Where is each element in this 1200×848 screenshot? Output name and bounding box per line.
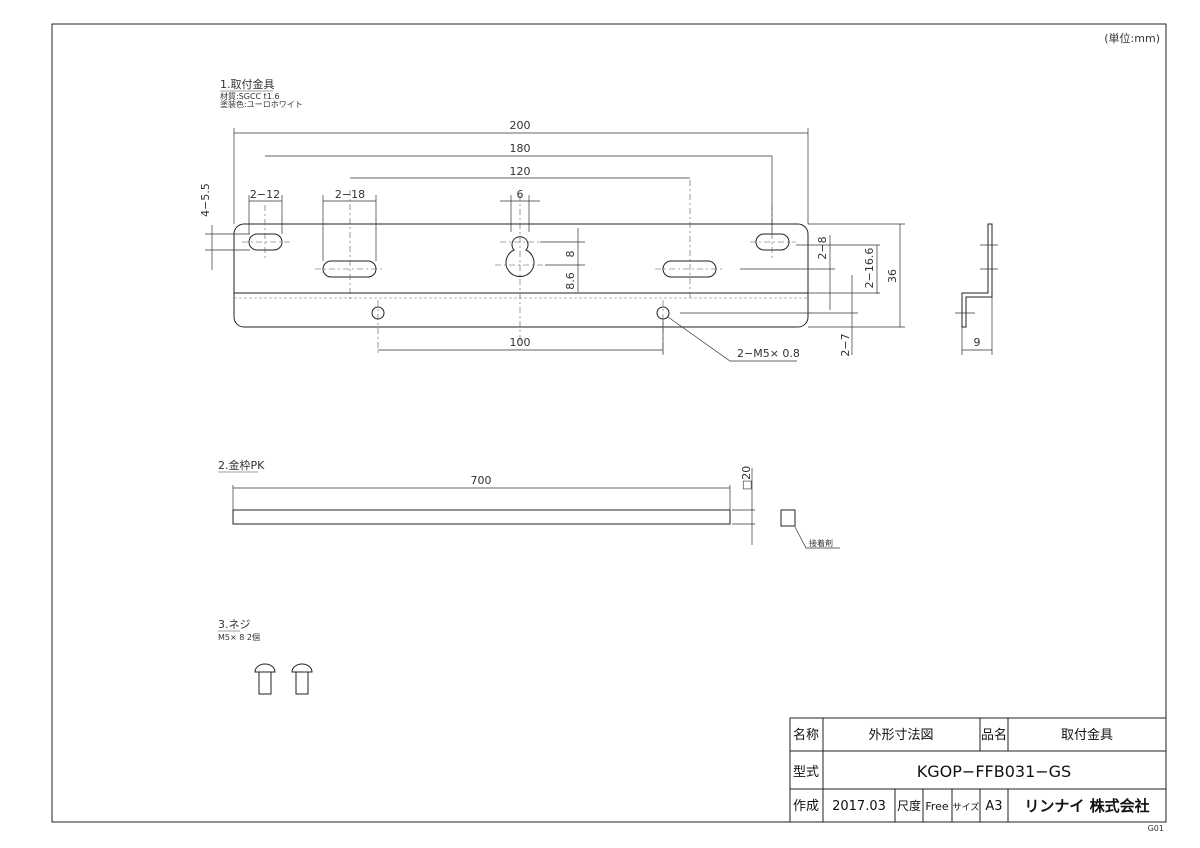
dim-120: 120	[510, 165, 531, 178]
dim-100: 100	[510, 336, 531, 349]
title-block: 名称 外形寸法図 品名 取付金具 型式 KGOP−FFB031−GS 作成 20…	[789, 717, 1167, 833]
dim-2-8: 2−8	[816, 236, 829, 259]
part3-spec: M5× 8 2個	[218, 632, 260, 642]
dim-square-20: □20	[740, 466, 753, 490]
part2-metal-frame: 2.金枠PK 700 □20 接着剤	[218, 458, 840, 549]
sheet-code: G01	[1148, 824, 1164, 833]
dim-2-7: 2−7	[839, 333, 852, 356]
scale-value: Free	[925, 800, 949, 813]
product-value: 取付金具	[1061, 727, 1113, 743]
size-label: サイズ	[953, 801, 980, 813]
made-value: 2017.03	[832, 799, 886, 814]
model-label: 型式	[793, 765, 819, 780]
drawing-border	[51, 23, 1167, 823]
dim-700: 700	[471, 474, 492, 487]
frame-bar	[232, 509, 731, 525]
dim-180: 180	[510, 142, 531, 155]
part2-title: 2.金枠PK	[218, 458, 265, 472]
part1-title: 1.取付金具	[220, 77, 275, 91]
keyhole	[505, 236, 535, 278]
screw	[291, 663, 313, 695]
dim-slot-18: 2−18	[335, 188, 365, 201]
slot	[248, 233, 283, 251]
name-label: 名称	[793, 727, 819, 743]
dim-hole-5.5: 4−5.5	[199, 183, 212, 217]
dim-8: 8	[564, 251, 577, 258]
dim-2-16.6: 2−16.6	[863, 248, 876, 289]
dim-tap-m5: 2−M5× 0.8	[737, 347, 800, 360]
dim-side-9: 9	[974, 336, 981, 349]
dim-200: 200	[510, 119, 531, 132]
part1-material: 材質:SGCC t1.6	[220, 91, 280, 101]
made-label: 作成	[793, 799, 819, 814]
part3-title: 3.ネジ	[218, 618, 251, 631]
company-name: リンナイ 株式会社	[1024, 797, 1149, 815]
dim-8.6: 8.6	[564, 272, 577, 290]
frame-section	[780, 509, 796, 527]
dim-keyhole-6: 6	[517, 188, 524, 201]
scale-label: 尺度	[897, 798, 921, 813]
product-label: 品名	[981, 727, 1007, 743]
adhesive-label: 接着剤	[809, 538, 833, 548]
bracket-plate	[233, 223, 809, 328]
part1-paint: 塗装色:ユーロホワイト	[220, 99, 303, 109]
part3-screws: 3.ネジ M5× 8 2個	[218, 618, 313, 695]
unit-note: (単位:mm)	[1104, 31, 1160, 45]
dim-36: 36	[886, 269, 899, 283]
bracket-side-view	[961, 223, 993, 328]
size-value: A3	[985, 799, 1002, 814]
name-value: 外形寸法図	[868, 728, 933, 743]
dim-slot-12: 2−12	[250, 188, 280, 201]
part1-mounting-bracket: 1.取付金具 材質:SGCC t1.6 塗装色:ユーロホワイト 200 180 …	[199, 77, 998, 362]
screw	[254, 663, 276, 695]
model-value: KGOP−FFB031−GS	[917, 762, 1071, 781]
